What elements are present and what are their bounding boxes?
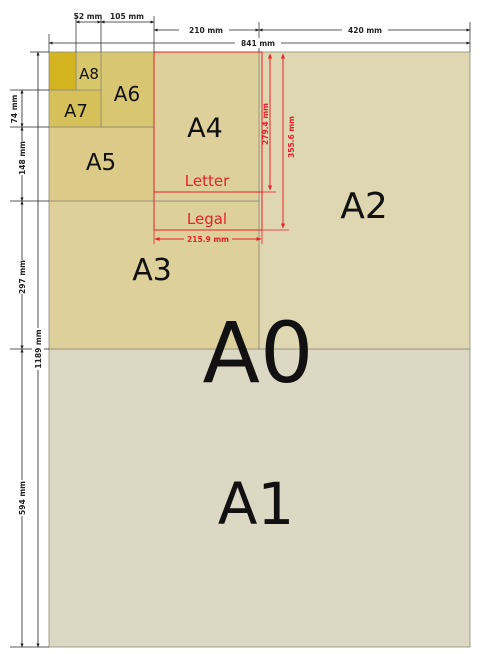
dim-74-label: 74 mm — [10, 94, 19, 123]
dim-1189-label: 1189 mm — [34, 329, 43, 368]
label-a3: A3 — [132, 253, 172, 288]
dim-105-label: 105 mm — [110, 12, 144, 21]
sheet-a4 — [153, 51, 260, 202]
label-a7: A7 — [64, 101, 88, 122]
sheet-a7 — [48, 89, 102, 128]
label-a6: A6 — [114, 82, 140, 106]
sheet-a5 — [48, 126, 155, 202]
sheet-a2 — [258, 51, 471, 350]
label-a0: A0 — [203, 304, 314, 402]
label-legal: Legal — [187, 210, 227, 228]
dim-841-label: 841 mm — [241, 39, 275, 48]
label-letter: Letter — [185, 172, 230, 190]
dim-297-label: 297 mm — [18, 260, 27, 294]
dim-210-label: 210 mm — [189, 26, 223, 35]
sheet-a9-corner — [48, 51, 77, 91]
label-a2: A2 — [340, 186, 388, 227]
dim-594-label: 594 mm — [18, 481, 27, 515]
sheet-a6 — [100, 51, 155, 128]
dim-148-label: 148 mm — [18, 141, 27, 175]
legal-outline — [153, 51, 263, 231]
label-a1: A1 — [218, 470, 295, 538]
dim-52-label: 52 mm — [74, 12, 103, 21]
label-a5: A5 — [86, 150, 116, 176]
label-a4: A4 — [187, 113, 223, 144]
dim-letter-height-label: 279.4 mm — [261, 103, 270, 145]
sheet-a1 — [48, 348, 471, 648]
label-a8: A8 — [79, 65, 99, 83]
dim-legal-height-label: 355.6 mm — [287, 116, 296, 158]
dim-us-width-label: 215.9 mm — [187, 235, 229, 244]
dim-420-label: 420 mm — [348, 26, 382, 35]
